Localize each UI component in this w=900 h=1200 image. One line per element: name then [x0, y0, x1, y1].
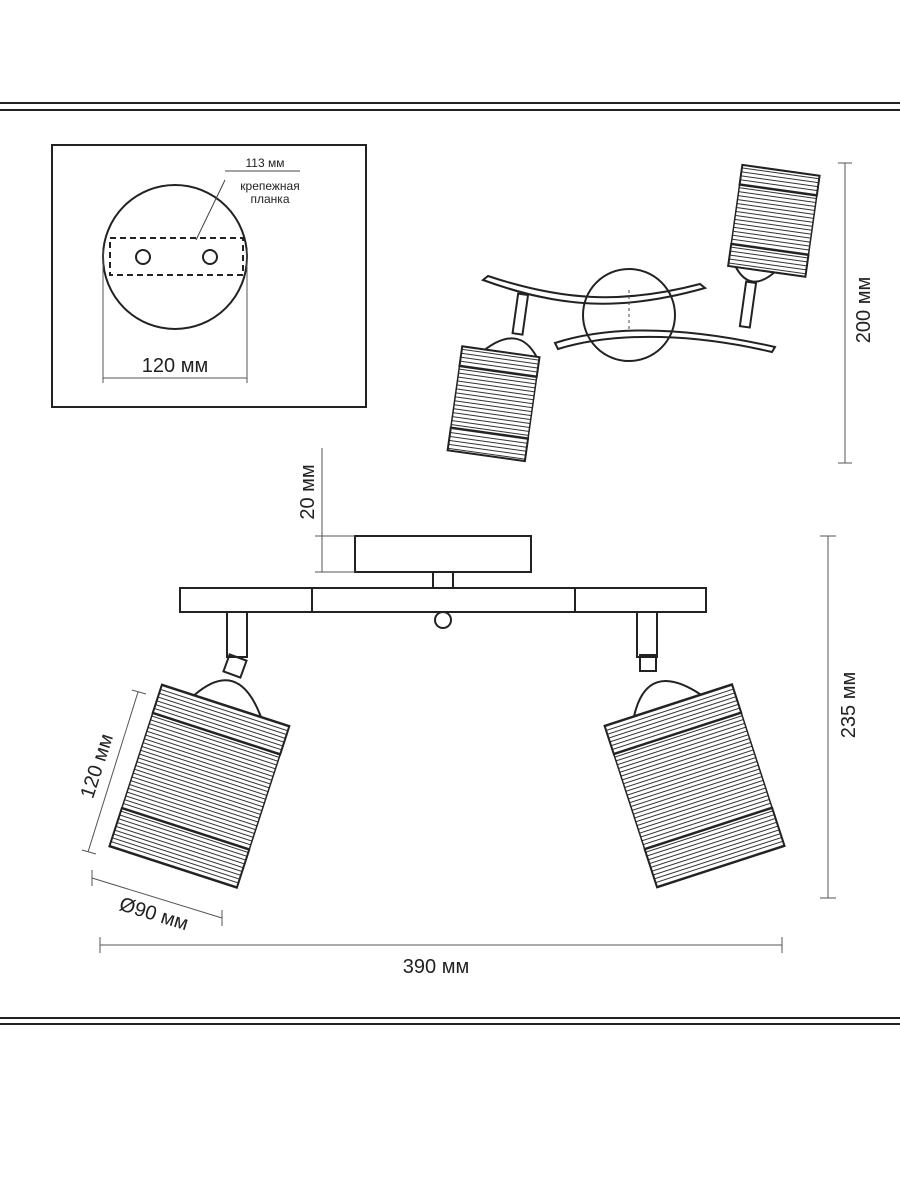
- mounting-plate-inset: 113 мм крепежная планка 120 мм: [51, 144, 367, 408]
- canopy-diameter-label: 120 мм: [142, 355, 208, 377]
- shade-diameter-label: Ø90 мм: [117, 893, 191, 935]
- top-arm-upper: [480, 274, 708, 305]
- total-height-label: 235 мм: [838, 672, 860, 738]
- canopy-circle: [102, 184, 248, 330]
- front-view: 20 мм 235 мм 120 мм Ø90 мм 390 мм: [77, 448, 860, 978]
- top-spot-right: [727, 163, 821, 329]
- total-width-label: 390 мм: [403, 956, 469, 978]
- shade-length-label: 120 мм: [77, 731, 118, 801]
- top-view: 200 мм: [446, 162, 875, 464]
- front-spot-right: [603, 611, 786, 889]
- front-canopy: [354, 535, 532, 573]
- top-view-height-label: 200 мм: [853, 277, 875, 343]
- front-spot-left: [108, 611, 291, 889]
- mounting-bar: [109, 237, 244, 276]
- canopy-height-label: 20 мм: [297, 464, 319, 519]
- top-canopy: [582, 268, 676, 362]
- drawing-frame: [0, 102, 900, 1025]
- mount-plate-label-2: планка: [251, 192, 290, 206]
- mount-hole-right: [202, 249, 218, 265]
- front-bar: [179, 587, 707, 613]
- mount-plate-label-1: крепежная: [240, 179, 299, 193]
- top-arm-lower: [553, 329, 777, 354]
- mount-width-label: 113 мм: [246, 156, 285, 170]
- top-spot-left: [446, 292, 541, 463]
- mount-hole-left: [135, 249, 151, 265]
